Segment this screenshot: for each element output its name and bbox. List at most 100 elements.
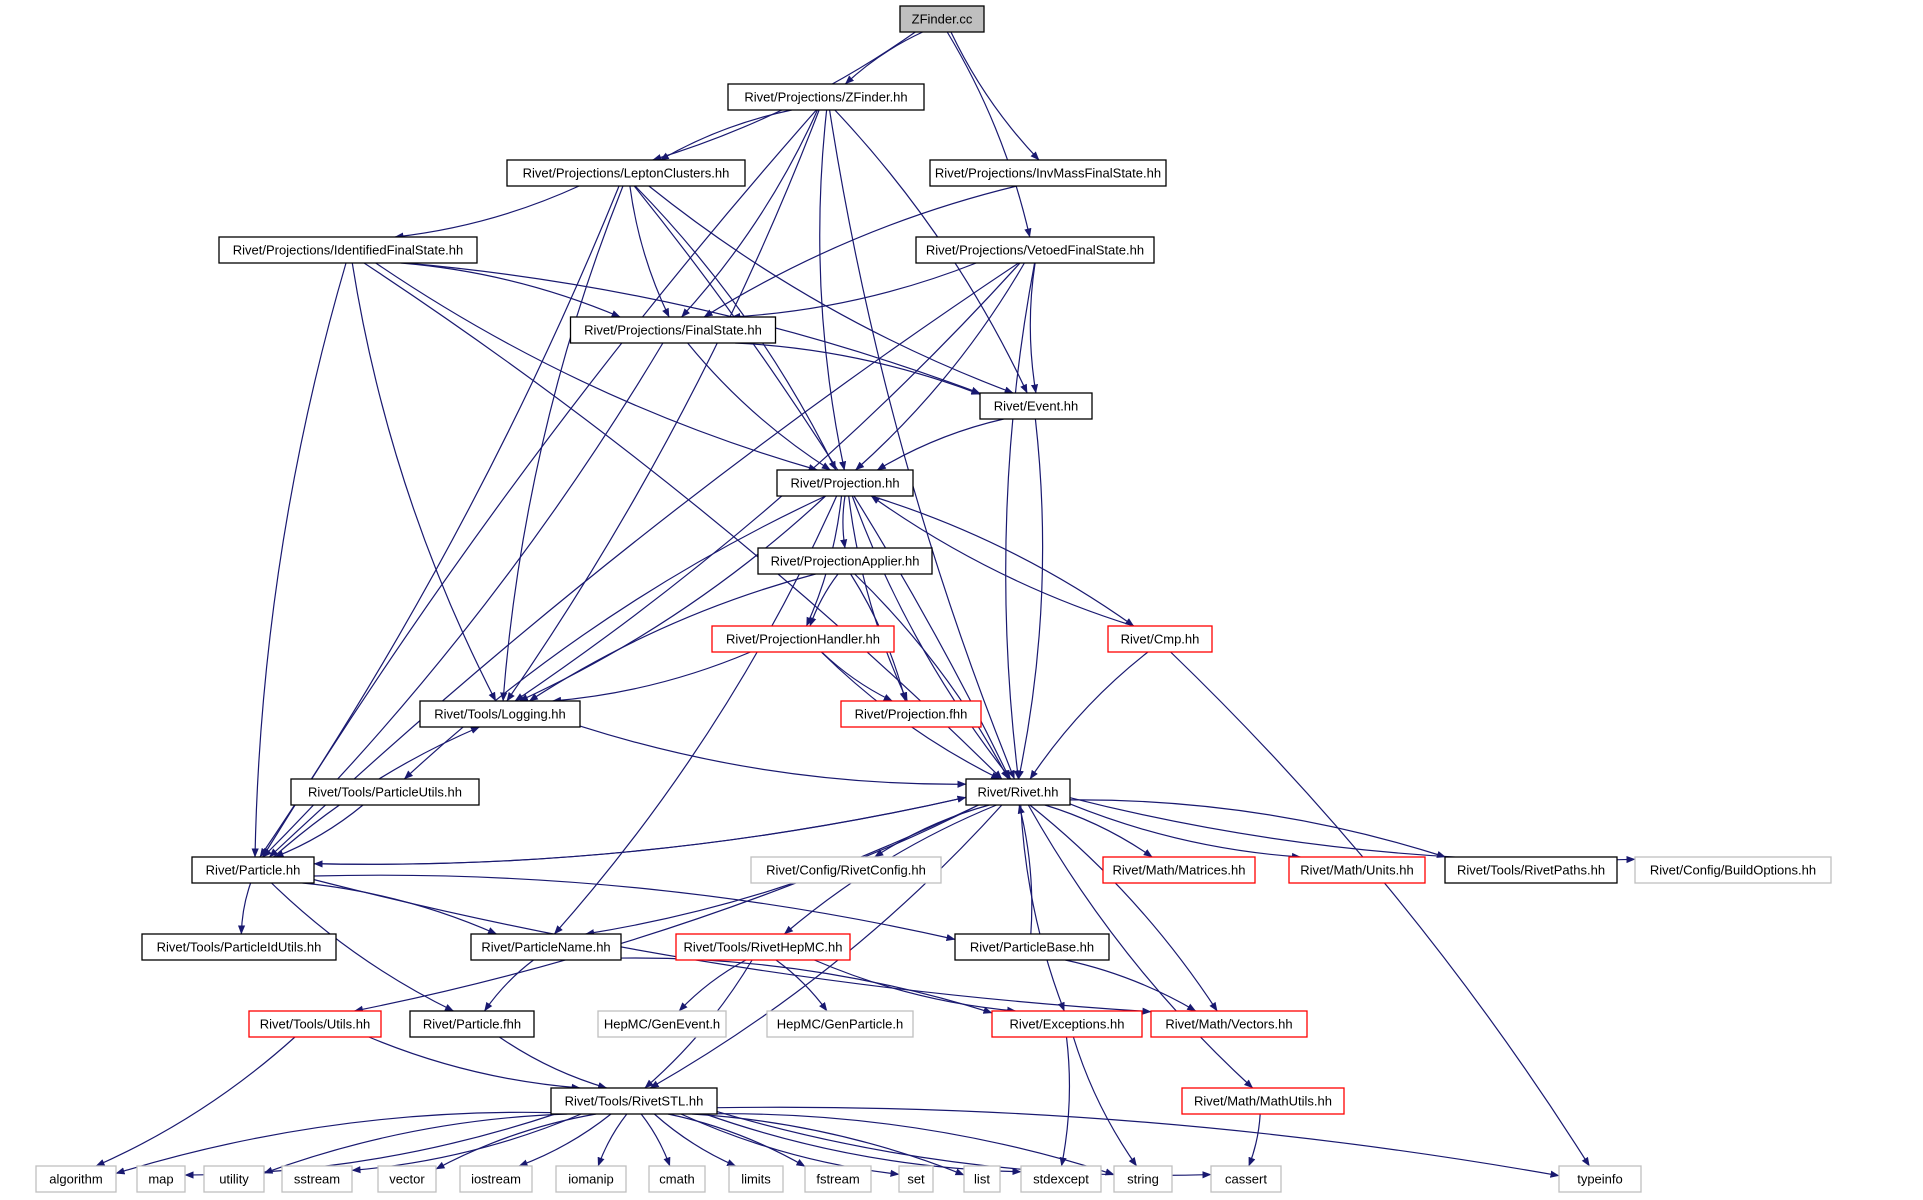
node-particlefhh[interactable]: Rivet/Particle.fhh (409, 1010, 535, 1038)
node-box-genevent[interactable] (597, 1010, 727, 1038)
node-projection[interactable]: Rivet/Projection.hh (776, 469, 914, 497)
node-box-cassert[interactable] (1210, 1165, 1282, 1193)
node-leptonclusters[interactable]: Rivet/Projections/LeptonClusters.hh (506, 159, 746, 187)
node-particlebase[interactable]: Rivet/ParticleBase.hh (954, 933, 1110, 961)
node-projhandler[interactable]: Rivet/ProjectionHandler.hh (711, 625, 895, 653)
node-box-logging[interactable] (419, 700, 581, 728)
node-event[interactable]: Rivet/Event.hh (979, 392, 1093, 420)
node-box-rivetpaths[interactable] (1444, 856, 1618, 884)
node-genparticle[interactable]: HepMC/GenParticle.h (766, 1010, 914, 1038)
node-box-invmass[interactable] (929, 159, 1167, 187)
node-box-map[interactable] (136, 1165, 186, 1193)
node-box-zfinder_hh[interactable] (727, 83, 925, 111)
node-set[interactable]: set (898, 1165, 934, 1193)
node-box-exceptions[interactable] (991, 1010, 1143, 1038)
node-rivethepmc[interactable]: Rivet/Tools/RivetHepMC.hh (675, 933, 851, 961)
node-pidutils[interactable]: Rivet/Tools/ParticleIdUtils.hh (141, 933, 337, 961)
node-genevent[interactable]: HepMC/GenEvent.h (597, 1010, 727, 1038)
node-map[interactable]: map (136, 1165, 186, 1193)
node-rivetpaths[interactable]: Rivet/Tools/RivetPaths.hh (1444, 856, 1618, 884)
node-iomanip[interactable]: iomanip (555, 1165, 627, 1193)
node-box-sstream[interactable] (281, 1165, 353, 1193)
node-box-iostream[interactable] (459, 1165, 533, 1193)
node-vectors[interactable]: Rivet/Math/Vectors.hh (1150, 1010, 1308, 1038)
node-box-pidutils[interactable] (141, 933, 337, 961)
node-logging[interactable]: Rivet/Tools/Logging.hh (419, 700, 581, 728)
node-vetoed[interactable]: Rivet/Projections/VetoedFinalState.hh (915, 236, 1155, 264)
node-box-rivethepmc[interactable] (675, 933, 851, 961)
node-particleutils[interactable]: Rivet/Tools/ParticleUtils.hh (290, 778, 480, 806)
node-string[interactable]: string (1113, 1165, 1173, 1193)
node-box-cmath[interactable] (648, 1165, 706, 1193)
node-particle[interactable]: Rivet/Particle.hh (191, 856, 315, 884)
node-rivet[interactable]: Rivet/Rivet.hh (965, 778, 1071, 806)
node-box-vectors[interactable] (1150, 1010, 1308, 1038)
node-box-string[interactable] (1113, 1165, 1173, 1193)
node-box-finalstate[interactable] (569, 316, 777, 344)
node-invmass[interactable]: Rivet/Projections/InvMassFinalState.hh (929, 159, 1167, 187)
node-zfinder_hh[interactable]: Rivet/Projections/ZFinder.hh (727, 83, 925, 111)
node-box-rivetconfig[interactable] (750, 856, 942, 884)
node-finalstate[interactable]: Rivet/Projections/FinalState.hh (569, 316, 777, 344)
node-typeinfo[interactable]: typeinfo (1558, 1165, 1642, 1193)
node-iostream[interactable]: iostream (459, 1165, 533, 1193)
node-box-limits[interactable] (728, 1165, 784, 1193)
node-box-stdexcept[interactable] (1020, 1165, 1102, 1193)
node-box-projection[interactable] (776, 469, 914, 497)
node-box-projfhh[interactable] (840, 700, 982, 728)
node-box-cmp[interactable] (1107, 625, 1213, 653)
node-identified[interactable]: Rivet/Projections/IdentifiedFinalState.h… (218, 236, 478, 264)
node-box-typeinfo[interactable] (1558, 1165, 1642, 1193)
node-box-rivet[interactable] (965, 778, 1071, 806)
node-box-matrices[interactable] (1102, 856, 1256, 884)
node-box-particlename[interactable] (470, 933, 622, 961)
node-box-leptonclusters[interactable] (506, 159, 746, 187)
node-box-mathutils[interactable] (1181, 1087, 1345, 1115)
node-box-rivetstl[interactable] (550, 1087, 718, 1115)
node-particlename[interactable]: Rivet/ParticleName.hh (470, 933, 622, 961)
node-box-identified[interactable] (218, 236, 478, 264)
node-box-buildoptions[interactable] (1634, 856, 1832, 884)
node-matrices[interactable]: Rivet/Math/Matrices.hh (1102, 856, 1256, 884)
node-mathutils[interactable]: Rivet/Math/MathUtils.hh (1181, 1087, 1345, 1115)
node-algorithm[interactable]: algorithm (35, 1165, 117, 1193)
node-box-projapplier[interactable] (757, 547, 933, 575)
node-sstream[interactable]: sstream (281, 1165, 353, 1193)
node-cmp[interactable]: Rivet/Cmp.hh (1107, 625, 1213, 653)
node-utility[interactable]: utility (203, 1165, 265, 1193)
node-box-fstream[interactable] (804, 1165, 872, 1193)
node-box-projhandler[interactable] (711, 625, 895, 653)
node-zfinder_cc[interactable]: ZFinder.cc (899, 5, 985, 33)
node-limits[interactable]: limits (728, 1165, 784, 1193)
node-rivetconfig[interactable]: Rivet/Config/RivetConfig.hh (750, 856, 942, 884)
node-rivetstl[interactable]: Rivet/Tools/RivetSTL.hh (550, 1087, 718, 1115)
node-buildoptions[interactable]: Rivet/Config/BuildOptions.hh (1634, 856, 1832, 884)
node-box-event[interactable] (979, 392, 1093, 420)
node-box-particle[interactable] (191, 856, 315, 884)
node-box-particlefhh[interactable] (409, 1010, 535, 1038)
node-box-utils[interactable] (248, 1010, 382, 1038)
node-list[interactable]: list (963, 1165, 1001, 1193)
node-box-genparticle[interactable] (766, 1010, 914, 1038)
node-box-particleutils[interactable] (290, 778, 480, 806)
node-box-set[interactable] (898, 1165, 934, 1193)
node-box-vetoed[interactable] (915, 236, 1155, 264)
node-cassert[interactable]: cassert (1210, 1165, 1282, 1193)
node-stdexcept[interactable]: stdexcept (1020, 1165, 1102, 1193)
node-units[interactable]: Rivet/Math/Units.hh (1288, 856, 1426, 884)
node-vector[interactable]: vector (377, 1165, 437, 1193)
node-cmath[interactable]: cmath (648, 1165, 706, 1193)
node-box-algorithm[interactable] (35, 1165, 117, 1193)
node-box-zfinder_cc[interactable] (899, 5, 985, 33)
node-utils[interactable]: Rivet/Tools/Utils.hh (248, 1010, 382, 1038)
node-projapplier[interactable]: Rivet/ProjectionApplier.hh (757, 547, 933, 575)
node-box-particlebase[interactable] (954, 933, 1110, 961)
node-box-vector[interactable] (377, 1165, 437, 1193)
node-exceptions[interactable]: Rivet/Exceptions.hh (991, 1010, 1143, 1038)
node-fstream[interactable]: fstream (804, 1165, 872, 1193)
node-projfhh[interactable]: Rivet/Projection.fhh (840, 700, 982, 728)
node-box-iomanip[interactable] (555, 1165, 627, 1193)
node-box-units[interactable] (1288, 856, 1426, 884)
node-box-list[interactable] (963, 1165, 1001, 1193)
node-box-utility[interactable] (203, 1165, 265, 1193)
